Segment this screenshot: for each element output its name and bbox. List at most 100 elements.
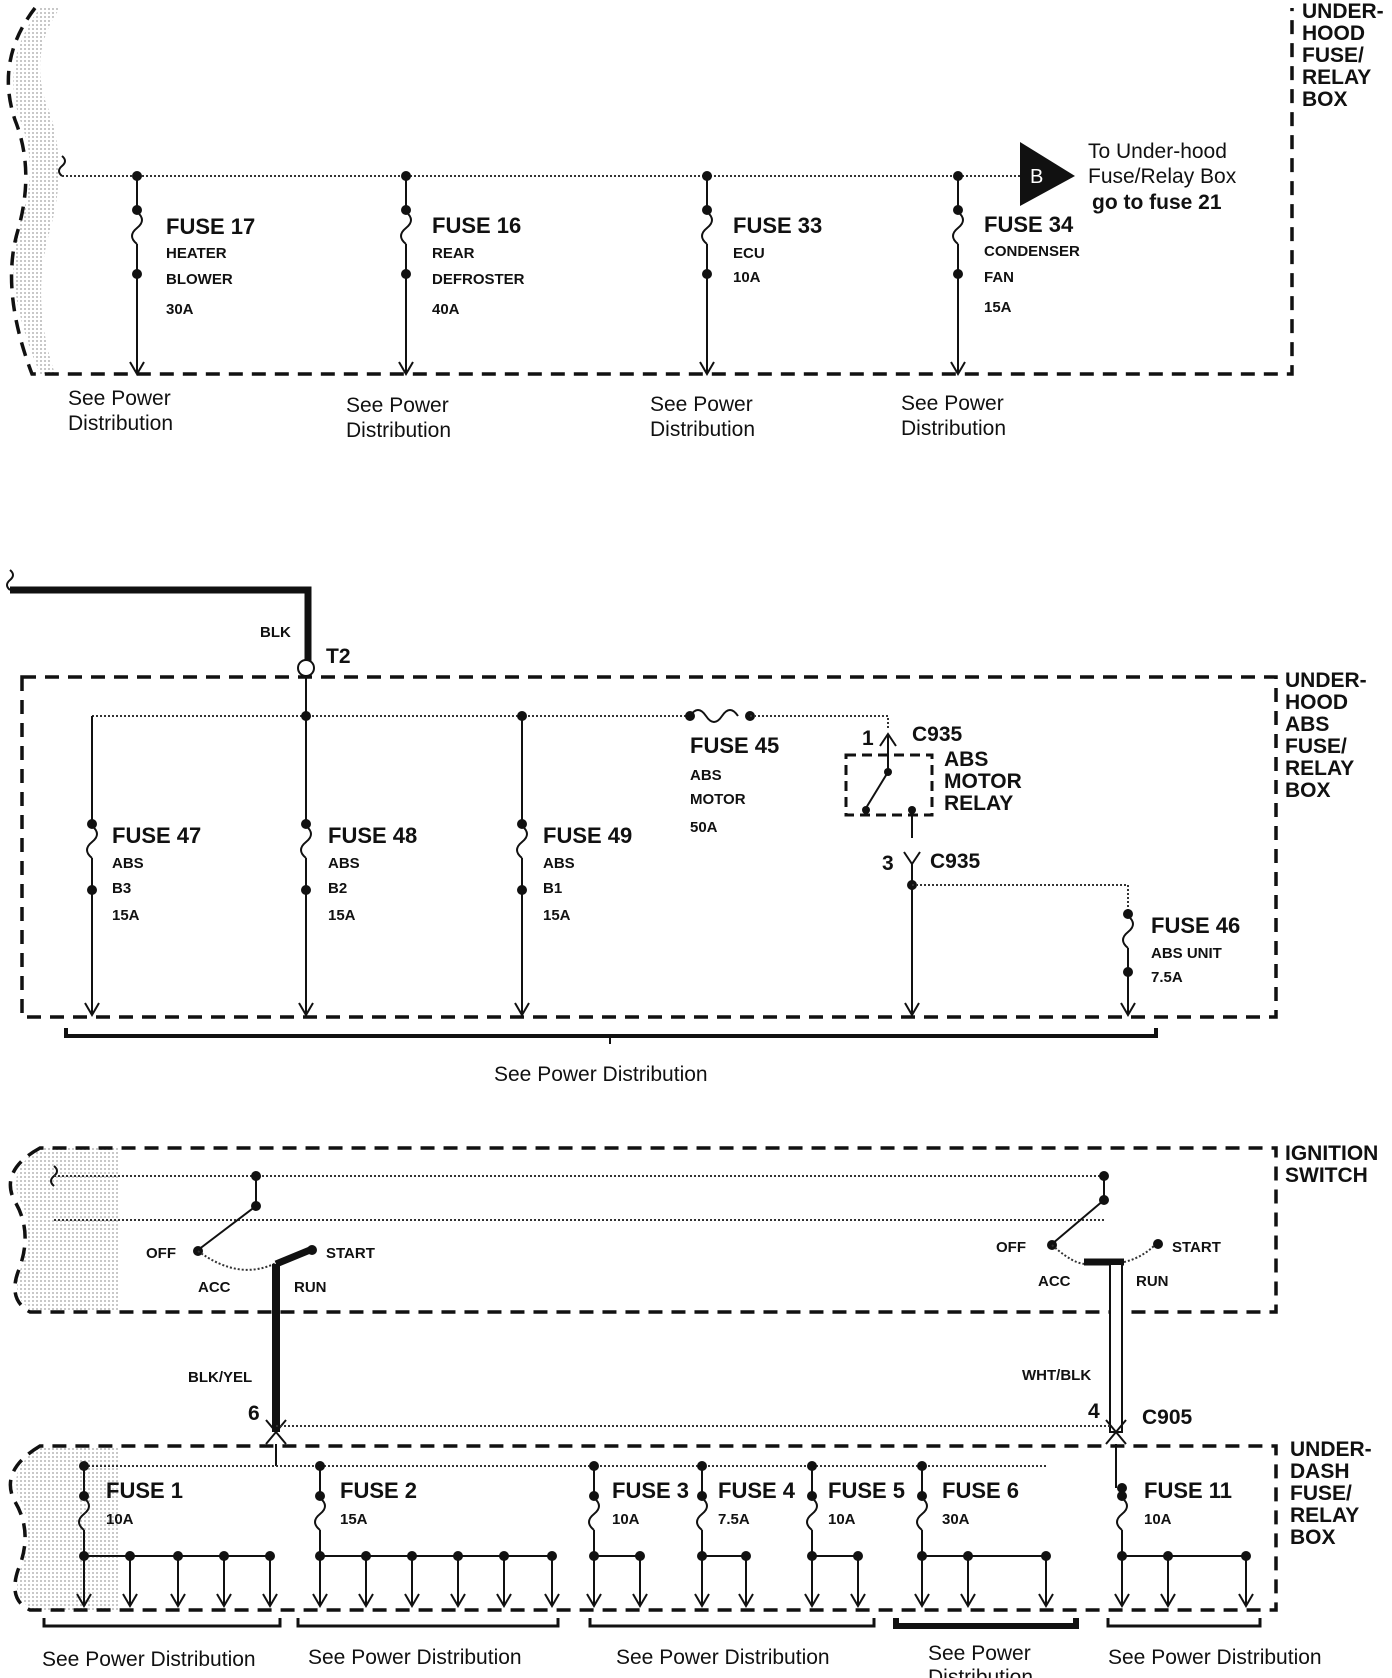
abs-box-label-3: ABS	[1285, 713, 1329, 736]
fuse-33-desc1: ECU	[733, 245, 765, 262]
right-switch-acc: ACC	[1038, 1273, 1071, 1290]
fuse-16-see1: See Power	[346, 394, 449, 417]
left-switch-acc: ACC	[198, 1279, 231, 1296]
fuse-33-rating: 10A	[733, 269, 761, 286]
wire-wht-blk: WHT/BLK	[1022, 1367, 1091, 1384]
abs-see-power-distribution: See Power Distribution	[494, 1063, 708, 1086]
abs-box-label-6: BOX	[1285, 779, 1331, 802]
underhood-box-label-4: RELAY	[1302, 66, 1371, 89]
fuse-47-rating: 15A	[112, 907, 140, 924]
fuse-46-name: FUSE 46	[1151, 913, 1240, 938]
fuse-49: FUSE 49 ABS B1 15A	[514, 716, 632, 1017]
fuse-45-desc2: MOTOR	[690, 791, 746, 808]
fuse-49-rating: 15A	[543, 907, 571, 924]
fuse-47-desc2: B3	[112, 880, 131, 897]
underdash-box-label-3: FUSE/	[1290, 1482, 1352, 1505]
section-ignition-switch: IGNITION SWITCH OFF ACC RUN START BLK/YE…	[8, 1142, 1378, 1445]
fuse-6: FUSE 6 30A	[914, 1461, 1054, 1608]
ignition-switch-label-2: SWITCH	[1285, 1164, 1368, 1187]
right-switch-run: RUN	[1136, 1273, 1169, 1290]
underdash-box-label-2: DASH	[1290, 1460, 1350, 1483]
fuse-48-desc2: B2	[328, 880, 347, 897]
wire-blk-yel: BLK/YEL	[188, 1369, 252, 1386]
underdash-box-label-1: UNDER-	[1290, 1438, 1372, 1461]
fuse-rating-3: 7.5A	[718, 1511, 750, 1528]
see-power-distribution-4a: See Power	[928, 1642, 1031, 1665]
fuse-48: FUSE 48 ABS B2 15A	[298, 716, 417, 1017]
connector-b-letter: B	[1030, 166, 1043, 188]
fuse-16: FUSE 16 REAR DEFROSTER 40A See Power Dis…	[346, 171, 525, 442]
fuse-name-4: FUSE 5	[828, 1478, 905, 1503]
fuse-33-name: FUSE 33	[733, 213, 822, 238]
abs-motor-relay-icon	[844, 753, 934, 817]
fuse-47-desc1: ABS	[112, 855, 144, 872]
fuse-17-see2: Distribution	[68, 412, 173, 435]
fuse-17-desc1: HEATER	[166, 245, 227, 262]
fuse-11: FUSE 11 10A	[1114, 1478, 1254, 1608]
fuse-46: FUSE 46 ABS UNIT 7.5A	[1120, 909, 1240, 1017]
fuse-rating-0: 10A	[106, 1511, 134, 1528]
fuse-45-name: FUSE 45	[690, 733, 779, 758]
relay-pin-top: 1	[862, 727, 874, 750]
section-underhood-abs-box: BLK T2 UNDER- HOOD ABS FUSE/ RELAY BOX F…	[6, 569, 1367, 1086]
fuse-34: FUSE 34 CONDENSER FAN 15A See Power Dist…	[901, 171, 1080, 440]
pin-6: 6	[248, 1402, 260, 1425]
fuse-name-6: FUSE 11	[1144, 1478, 1232, 1503]
abs-box-label-1: UNDER-	[1285, 669, 1367, 692]
fuse-34-rating: 15A	[984, 299, 1012, 316]
fuse-49-desc2: B1	[543, 880, 562, 897]
fuse-34-see2: Distribution	[901, 417, 1006, 440]
left-switch-off: OFF	[146, 1245, 176, 1262]
abs-box-label-4: FUSE/	[1285, 735, 1347, 758]
fuse-46-desc1: ABS UNIT	[1151, 945, 1222, 962]
fuse-17-see1: See Power	[68, 387, 171, 410]
fuse-34-name: FUSE 34	[984, 212, 1074, 237]
fuse-name-0: FUSE 1	[106, 1478, 183, 1503]
left-switch-run: RUN	[294, 1279, 327, 1296]
fuse-34-see1: See Power	[901, 392, 1004, 415]
fuse-48-rating: 15A	[328, 907, 356, 924]
fuse-45-rating: 50A	[690, 819, 718, 836]
fuse-33-see1: See Power	[650, 393, 753, 416]
pin-4: 4	[1088, 1400, 1100, 1423]
fuse-33-see2: Distribution	[650, 418, 755, 441]
see-power-distribution-2: See Power Distribution	[308, 1646, 522, 1669]
fuse-16-desc1: REAR	[432, 245, 475, 262]
terminal-t2: T2	[326, 645, 351, 668]
fuse-45-desc1: ABS	[690, 767, 722, 784]
fuse-34-desc2: FAN	[984, 269, 1014, 286]
see-power-distribution-3: See Power Distribution	[616, 1646, 830, 1669]
fuse-16-see2: Distribution	[346, 419, 451, 442]
fuse-rating-6: 10A	[1144, 1511, 1172, 1528]
relay-label-3: RELAY	[944, 792, 1013, 815]
fuse-34-desc1: CONDENSER	[984, 243, 1080, 260]
underhood-box-border	[6, 6, 1294, 376]
left-switch-start: START	[326, 1245, 375, 1262]
fuse-17-desc2: BLOWER	[166, 271, 233, 288]
see-power-distribution-4b: Distribution	[928, 1666, 1033, 1678]
right-switch-off: OFF	[996, 1239, 1026, 1256]
relay-label-2: MOTOR	[944, 770, 1022, 793]
underhood-box-label-5: BOX	[1302, 88, 1348, 111]
underdash-box-border	[8, 1444, 1278, 1612]
fuse-rating-5: 30A	[942, 1511, 970, 1528]
section-underhood-fuse-box: UNDER- HOOD FUSE/ RELAY BOX B To Under-h…	[6, 0, 1384, 442]
abs-box-border	[20, 675, 1278, 1019]
fuse-49-desc1: ABS	[543, 855, 575, 872]
fuse-46-rating: 7.5A	[1151, 969, 1183, 986]
underhood-box-label-3: FUSE/	[1302, 44, 1364, 67]
underdash-box-label-4: RELAY	[1290, 1504, 1359, 1527]
fuse-name-5: FUSE 6	[942, 1478, 1019, 1503]
fuse-rating-2: 10A	[612, 1511, 640, 1528]
fuse-4: FUSE 47.5A	[694, 1461, 796, 1608]
abs-box-label-5: RELAY	[1285, 757, 1354, 780]
fuse-48-desc1: ABS	[328, 855, 360, 872]
underdash-box-label-5: BOX	[1290, 1526, 1336, 1549]
relay-pin-bottom: 3	[882, 852, 894, 875]
fuse-47-name: FUSE 47	[112, 823, 201, 848]
fuse-47: FUSE 47 ABS B3 15A	[84, 716, 201, 1017]
right-switch-start: START	[1172, 1239, 1221, 1256]
